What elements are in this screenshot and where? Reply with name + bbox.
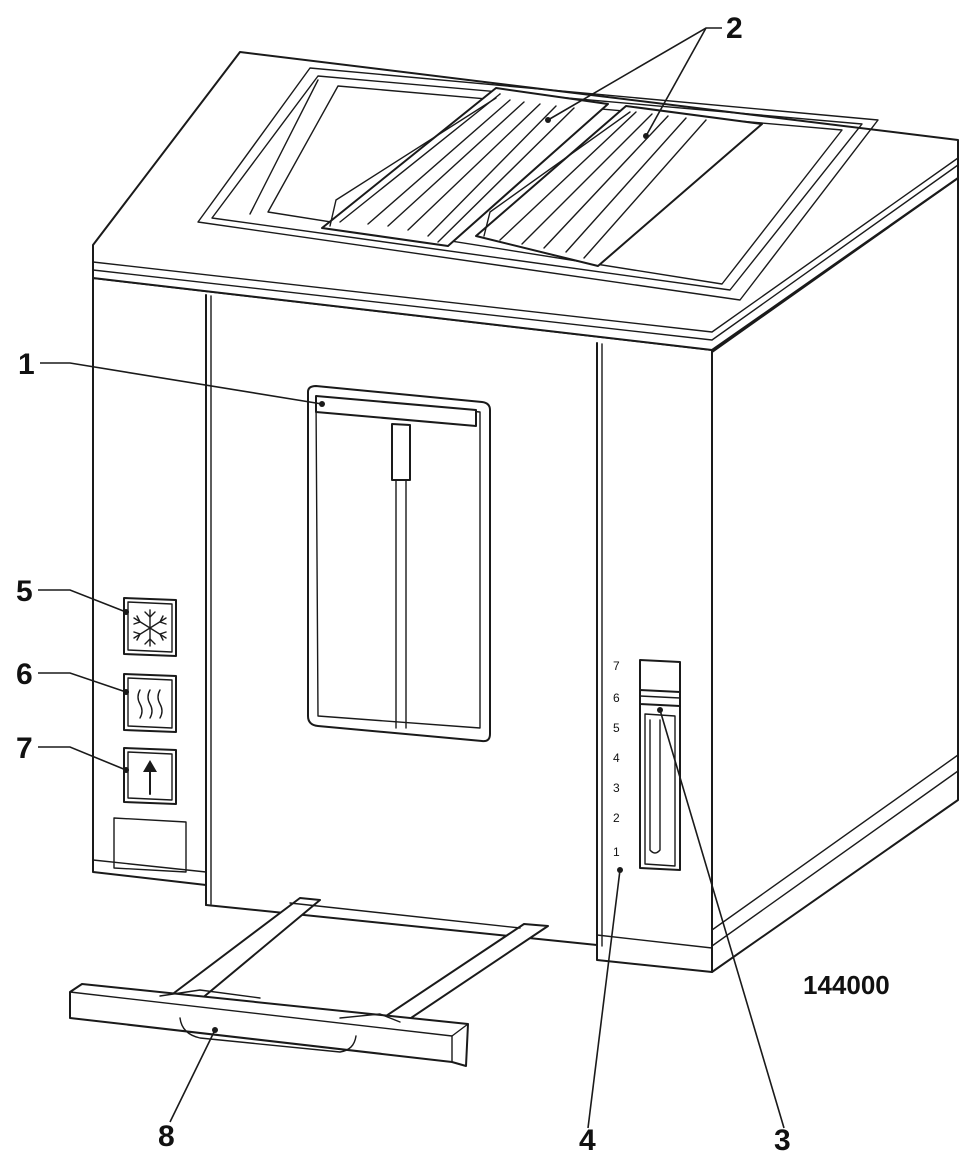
callout-8: 8 bbox=[158, 1120, 175, 1153]
part-number: 144000 bbox=[803, 970, 890, 1000]
cancel-button[interactable] bbox=[123, 747, 177, 805]
browning-control-slot bbox=[639, 659, 681, 871]
callout-labels: 1 2 3 4 5 6 7 8 bbox=[16, 12, 791, 1157]
heat-waves-icon bbox=[137, 689, 163, 719]
bread-slot-left bbox=[321, 87, 609, 247]
callout-2: 2 bbox=[726, 12, 743, 45]
browning-scale-7: 7 bbox=[613, 659, 620, 673]
reheat-button[interactable] bbox=[123, 673, 177, 733]
snowflake-icon bbox=[133, 609, 167, 647]
callout-4: 4 bbox=[579, 1124, 596, 1157]
crumb-tray[interactable] bbox=[69, 897, 549, 1067]
browning-scale-6: 6 bbox=[613, 691, 620, 705]
browning-control-knob[interactable] bbox=[639, 689, 681, 707]
up-arrow-icon bbox=[143, 760, 157, 795]
callout-3: 3 bbox=[774, 1124, 791, 1157]
defrost-button[interactable] bbox=[123, 597, 177, 657]
browning-scale-5: 5 bbox=[613, 721, 620, 735]
callout-1: 1 bbox=[18, 348, 35, 381]
callout-7: 7 bbox=[16, 732, 33, 765]
callout-6: 6 bbox=[16, 658, 33, 691]
carriage-lever[interactable] bbox=[315, 395, 477, 729]
browning-scale-3: 3 bbox=[613, 781, 620, 795]
browning-scale-1: 1 bbox=[613, 845, 620, 859]
leader-lines bbox=[38, 27, 785, 1129]
browning-scale: 7 6 5 4 3 2 1 bbox=[613, 659, 620, 859]
browning-scale-4: 4 bbox=[613, 751, 620, 765]
bread-slot-right bbox=[475, 105, 763, 267]
callout-5: 5 bbox=[16, 575, 33, 608]
blank-panel bbox=[113, 817, 187, 873]
browning-scale-2: 2 bbox=[613, 811, 620, 825]
